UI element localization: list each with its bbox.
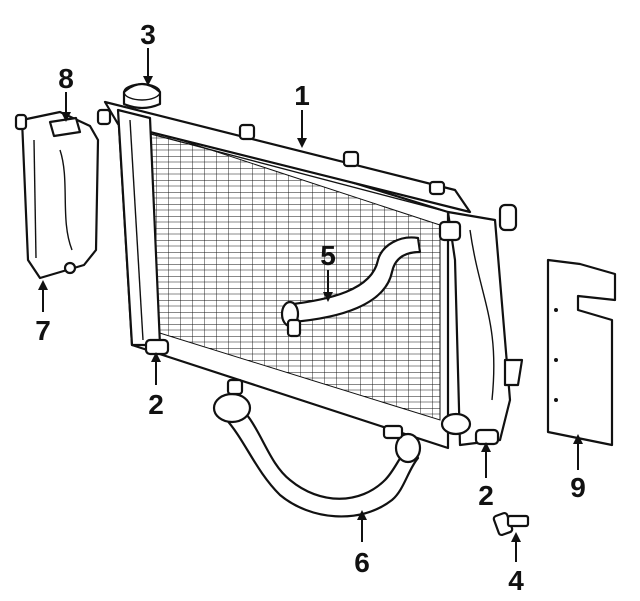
bolt bbox=[492, 511, 530, 537]
radiator bbox=[96, 100, 524, 450]
upper-hose bbox=[280, 236, 422, 338]
drain-cock-right bbox=[474, 428, 500, 446]
drain-cock-left bbox=[144, 338, 170, 356]
callout-reservoir-cap: 8 bbox=[58, 63, 74, 94]
reservoir-cap bbox=[48, 116, 82, 138]
callout-upper-hose: 5 bbox=[320, 240, 336, 271]
coolant-reservoir bbox=[14, 110, 100, 280]
callout-bolt: 4 bbox=[508, 565, 524, 596]
radiator-cap bbox=[122, 82, 162, 110]
callout-lower-hose: 6 bbox=[354, 547, 370, 578]
leader-lines bbox=[38, 48, 583, 562]
side-air-seal bbox=[546, 258, 617, 447]
callout-side-seal: 9 bbox=[570, 472, 586, 503]
callout-drain-cock-left: 2 bbox=[148, 389, 164, 420]
callout-drain-cock-right: 2 bbox=[478, 480, 494, 511]
callout-reservoir: 7 bbox=[35, 315, 51, 346]
lower-hose bbox=[212, 378, 422, 518]
callout-radiator: 1 bbox=[294, 80, 310, 111]
callout-radiator-cap: 3 bbox=[140, 19, 156, 50]
